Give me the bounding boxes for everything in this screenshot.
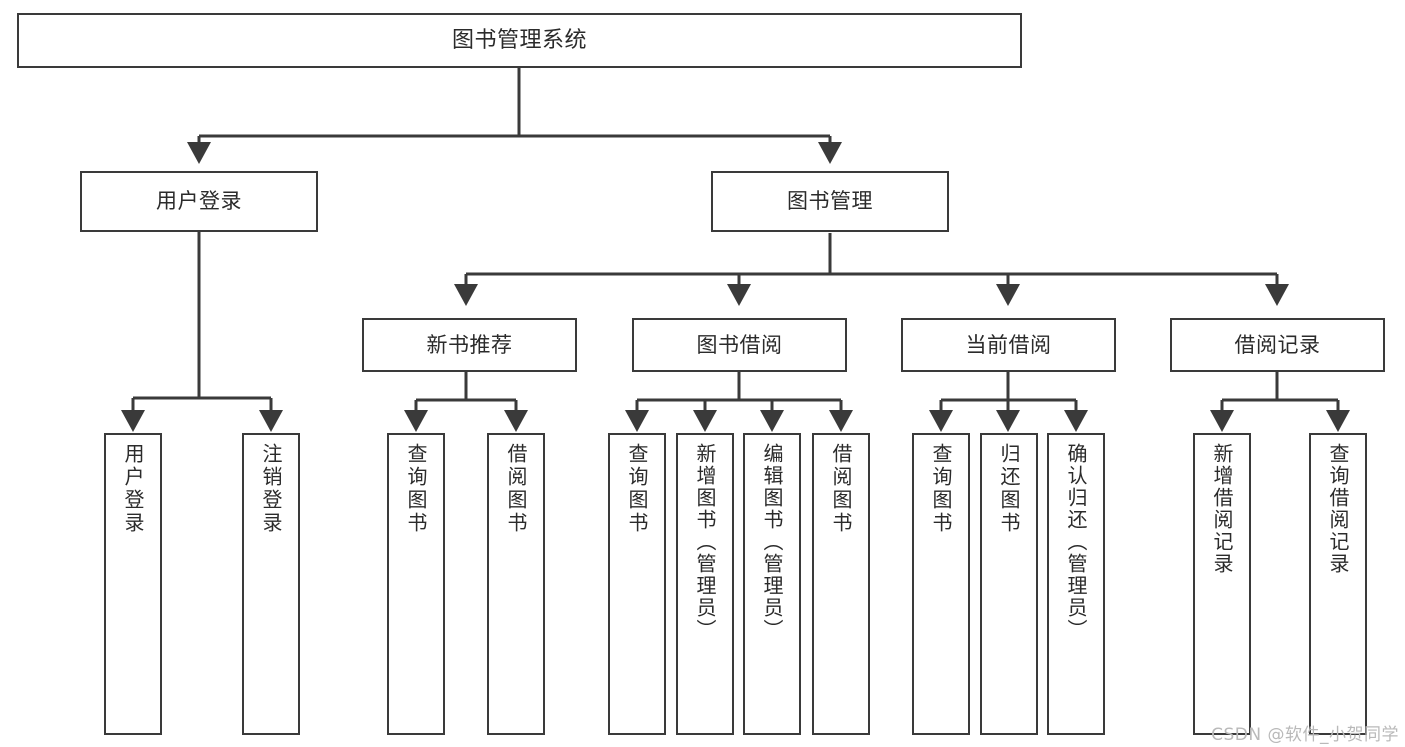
leaf-borrow-book-new[interactable]: 借阅图书 [487,433,545,735]
leaf-query-book-borrow-label: 查询图书 [625,443,649,535]
node-current-borrow-label: 当前借阅 [965,332,1052,357]
leaf-query-borrow-record[interactable]: 查询借阅记录 [1309,433,1367,735]
node-new-book-recommend[interactable]: 新书推荐 [362,318,577,372]
node-book-manage[interactable]: 图书管理 [711,171,949,232]
node-borrow-record[interactable]: 借阅记录 [1170,318,1385,372]
leaf-add-borrow-record-label: 新增借阅记录 [1210,443,1234,575]
leaf-query-book-new-label: 查询图书 [404,443,428,535]
leaf-add-book-admin-label: 新增图书（管理员） [693,443,717,641]
leaf-edit-book-admin[interactable]: 编辑图书（管理员） [743,433,801,735]
leaf-query-book-borrow[interactable]: 查询图书 [608,433,666,735]
leaf-borrow-book-new-label: 借阅图书 [504,443,528,535]
leaf-return-book-label: 归还图书 [997,443,1021,535]
leaf-query-book-current[interactable]: 查询图书 [912,433,970,735]
leaf-logout[interactable]: 注销登录 [242,433,300,735]
leaf-confirm-return-admin[interactable]: 确认归还（管理员） [1047,433,1105,735]
node-root[interactable]: 图书管理系统 [17,13,1022,68]
node-new-book-recommend-label: 新书推荐 [426,332,513,357]
leaf-borrow-book-borrow-label: 借阅图书 [829,443,853,535]
leaf-borrow-book-borrow[interactable]: 借阅图书 [812,433,870,735]
node-current-borrow[interactable]: 当前借阅 [901,318,1116,372]
leaf-return-book[interactable]: 归还图书 [980,433,1038,735]
leaf-edit-book-admin-label: 编辑图书（管理员） [760,443,784,641]
node-user-login[interactable]: 用户登录 [80,171,318,232]
node-user-login-label: 用户登录 [156,189,242,214]
leaf-query-borrow-record-label: 查询借阅记录 [1326,443,1350,575]
leaf-add-book-admin[interactable]: 新增图书（管理员） [676,433,734,735]
leaf-user-login[interactable]: 用户登录 [104,433,162,735]
node-book-manage-label: 图书管理 [787,189,873,214]
node-book-borrow[interactable]: 图书借阅 [632,318,847,372]
watermark: CSDN @软件_小贺同学 [1211,725,1399,745]
leaf-user-login-label: 用户登录 [121,443,145,535]
leaf-query-book-new[interactable]: 查询图书 [387,433,445,735]
node-book-borrow-label: 图书借阅 [696,332,783,357]
node-root-label: 图书管理系统 [451,27,587,53]
leaf-add-borrow-record[interactable]: 新增借阅记录 [1193,433,1251,735]
leaf-query-book-current-label: 查询图书 [929,443,953,535]
node-borrow-record-label: 借阅记录 [1234,332,1321,357]
leaf-confirm-return-admin-label: 确认归还（管理员） [1064,443,1088,641]
leaf-logout-label: 注销登录 [259,443,283,535]
